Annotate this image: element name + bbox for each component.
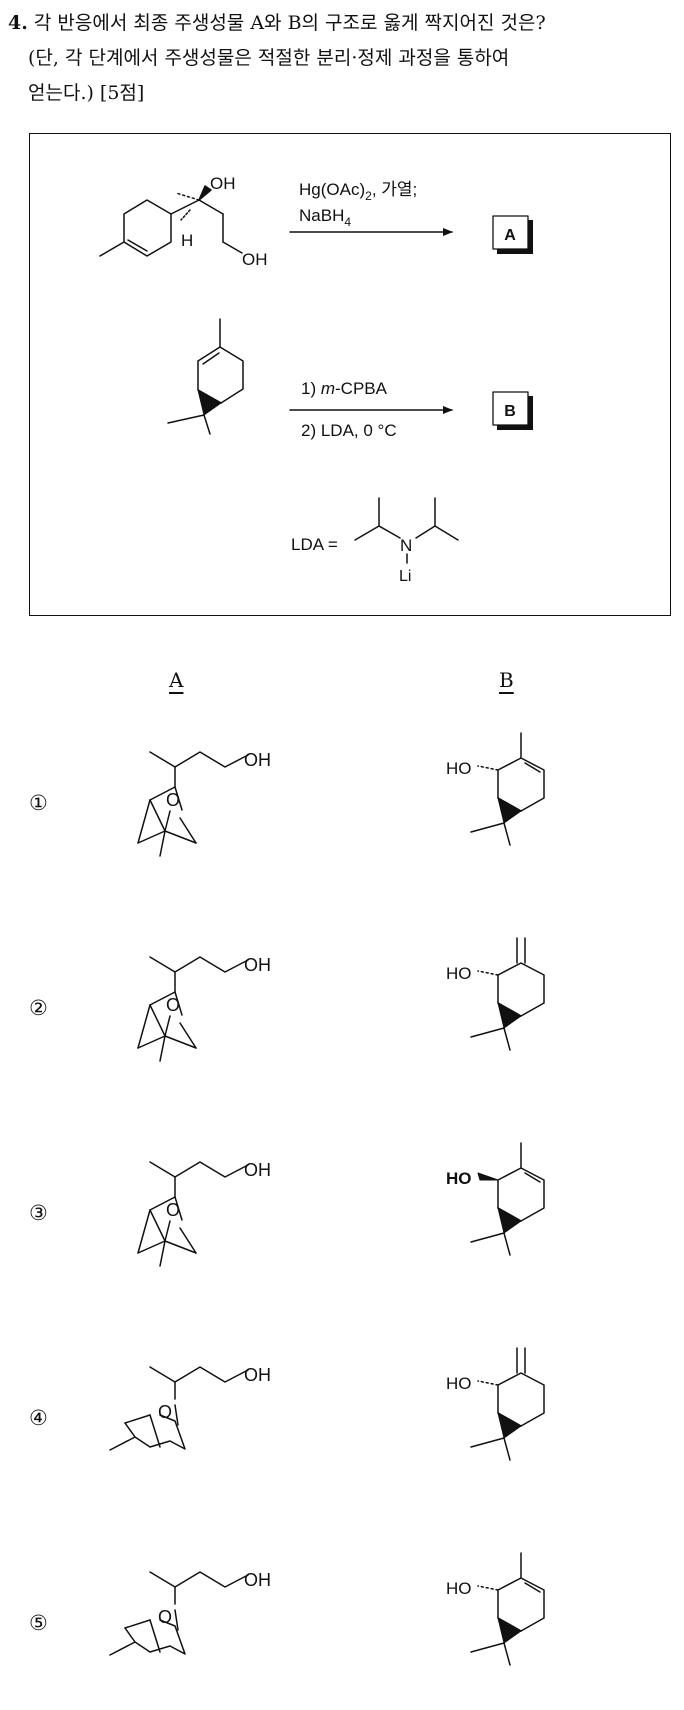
option-4-structure-b xyxy=(470,1347,545,1461)
product-b-box: B xyxy=(492,391,533,430)
option-3-b-ho: HO xyxy=(446,1169,472,1188)
option-4-structure-a xyxy=(109,1366,249,1451)
option-2-marker[interactable]: ② xyxy=(29,996,48,1020)
question-text: 4. 각 반응에서 최종 주생성물 A와 B의 구조로 옳게 짝지어진 것은? … xyxy=(8,6,678,111)
option-2-b-ho: HO xyxy=(446,964,472,983)
option-2-structure-b xyxy=(470,937,545,1051)
option-1-marker[interactable]: ① xyxy=(29,791,48,815)
lda-li: Li xyxy=(399,568,411,585)
reaction1-h-label: H xyxy=(181,231,193,250)
option-1-a-oh: OH xyxy=(244,750,271,770)
reaction1-oh-top: OH xyxy=(210,174,236,193)
option-5-a-oh: OH xyxy=(244,1570,271,1590)
product-a-box: A xyxy=(492,215,533,254)
option-4-b-ho: HO xyxy=(446,1374,472,1393)
question-line-2: (단, 각 단계에서 주생성물은 적절한 분리·정제 과정을 통하여 xyxy=(28,47,510,69)
reaction2-starting-material xyxy=(167,318,244,435)
option-4-a-oh: OH xyxy=(244,1365,271,1385)
option-3-structure-a xyxy=(137,1161,249,1267)
option-3-a-oh: OH xyxy=(244,1160,271,1180)
option-5-a-o: O xyxy=(158,1607,172,1627)
lda-structure: LDA = N Li xyxy=(291,497,459,585)
reaction1-oh-bottom: OH xyxy=(242,250,268,269)
reaction2-step-1: 1) m-CPBA xyxy=(301,379,388,398)
reaction1-starting-material: OH H OH xyxy=(99,174,268,269)
reaction-scheme-box xyxy=(29,133,671,616)
option-4-marker[interactable]: ④ xyxy=(29,1406,48,1430)
option-5-b-ho: HO xyxy=(446,1579,472,1598)
option-3-a-o: O xyxy=(166,1200,180,1220)
lda-label: LDA = xyxy=(291,535,338,554)
option-5-structure-b xyxy=(470,1552,545,1666)
option-5-marker[interactable]: ⑤ xyxy=(29,1611,48,1635)
option-1-a-o: O xyxy=(166,790,180,810)
question-line-1: 각 반응에서 최종 주생성물 A와 B의 구조로 옳게 짝지어진 것은? xyxy=(33,12,546,34)
option-5-structure-a xyxy=(109,1571,249,1656)
product-b-label: B xyxy=(504,403,516,420)
column-header-b: B xyxy=(499,668,514,692)
option-1-structure-a xyxy=(137,751,249,857)
reaction1-reagent-2: NaBH4 xyxy=(299,206,351,229)
product-a-label: A xyxy=(504,227,516,244)
option-2-a-o: O xyxy=(166,995,180,1015)
option-1-structure-b xyxy=(470,732,545,846)
option-2-structure-a xyxy=(137,956,249,1062)
option-3-marker[interactable]: ③ xyxy=(29,1201,48,1225)
question-number: 4. xyxy=(8,12,28,34)
lda-n: N xyxy=(400,536,412,555)
option-2-a-oh: OH xyxy=(244,955,271,975)
reaction2-step-2: 2) LDA, 0 °C xyxy=(301,421,397,440)
question-line-3: 얻는다.) [5점] xyxy=(28,82,145,104)
option-3-structure-b xyxy=(470,1142,545,1256)
reaction1-reagent-1: Hg(OAc)2, 가열; xyxy=(299,180,417,203)
column-header-a: A xyxy=(169,668,184,692)
option-4-a-o: O xyxy=(158,1402,172,1422)
option-1-b-ho: HO xyxy=(446,759,472,778)
